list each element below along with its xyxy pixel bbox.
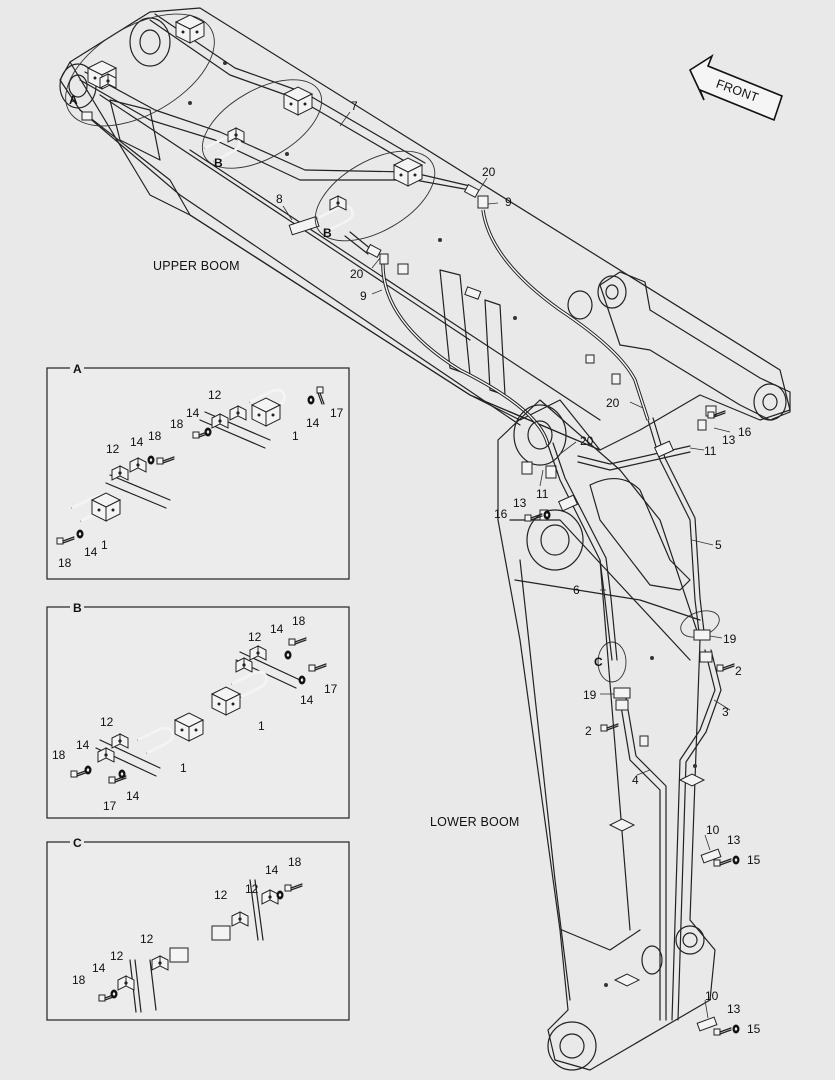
lower-pipes xyxy=(539,373,722,1032)
callout: 17 xyxy=(103,799,117,813)
callout: 1 xyxy=(258,719,265,733)
detail-panel-b: B 12 14 18 17 14 1 12 18 14 1 17 14 xyxy=(46,601,350,819)
callout: 19 xyxy=(723,632,737,646)
callout: 14 xyxy=(84,545,98,559)
callout: 18 xyxy=(58,556,72,570)
lower-boom-label: LOWER BOOM xyxy=(430,815,520,829)
marker-c: C xyxy=(594,655,603,669)
callout: 1 xyxy=(292,429,299,443)
callout: 14 xyxy=(76,738,90,752)
location-markers: A B B C xyxy=(69,93,603,669)
detail-panel-c: C 12 14 18 12 12 12 18 14 xyxy=(46,836,350,1021)
callout: 12 xyxy=(140,932,154,946)
callout: 6 xyxy=(573,583,580,597)
callout: 18 xyxy=(170,417,184,431)
callout: 1 xyxy=(180,761,187,775)
callout: 18 xyxy=(72,973,86,987)
callout: 2 xyxy=(735,664,742,678)
callout: 13 xyxy=(727,1002,741,1016)
callout: 20 xyxy=(350,267,364,281)
callout: 14 xyxy=(265,863,279,877)
marker-b-1: B xyxy=(214,156,223,170)
callout: 9 xyxy=(505,195,512,209)
callout: 12 xyxy=(214,888,228,902)
callout: 20 xyxy=(606,396,620,410)
callout: 14 xyxy=(130,435,144,449)
callout: 18 xyxy=(288,855,302,869)
lower-boom xyxy=(497,399,716,1071)
callout: 11 xyxy=(704,444,717,458)
callout: 18 xyxy=(148,429,162,443)
callout: 12 xyxy=(208,388,222,402)
callout: 18 xyxy=(52,748,66,762)
callout: 3 xyxy=(722,705,729,719)
callout: 16 xyxy=(738,425,752,439)
callout: 20 xyxy=(482,165,496,179)
leader-lines xyxy=(282,111,731,1019)
callout: 9 xyxy=(360,289,367,303)
marker-a: A xyxy=(69,93,78,107)
callout: 2 xyxy=(585,724,592,738)
callout: 12 xyxy=(245,882,259,896)
front-arrow: FRONT xyxy=(688,53,783,122)
callout: 10 xyxy=(706,823,720,837)
panel-c-title: C xyxy=(73,836,82,850)
callout: 13 xyxy=(722,433,736,447)
callout: 1 xyxy=(101,538,108,552)
marker-b-2: B xyxy=(323,226,332,240)
callout: 7 xyxy=(351,99,358,113)
panel-a-title: A xyxy=(73,362,82,376)
callout: 14 xyxy=(300,693,314,707)
callout: 12 xyxy=(248,630,262,644)
callout: 19 xyxy=(583,688,597,702)
upper-boom-label: UPPER BOOM xyxy=(153,259,240,273)
callout: 13 xyxy=(513,496,527,510)
clamp-locations xyxy=(65,13,720,683)
callout: 12 xyxy=(106,442,120,456)
callout: 10 xyxy=(705,989,719,1003)
callout: 15 xyxy=(747,853,761,867)
callout: 16 xyxy=(494,507,508,521)
callout: 12 xyxy=(110,949,124,963)
callout: 5 xyxy=(715,538,722,552)
callout: 12 xyxy=(100,715,114,729)
main-callouts: 7 20 9 8 20 9 20 16 13 20 11 11 13 16 5 … xyxy=(276,99,761,1036)
callout: 14 xyxy=(270,622,284,636)
callout: 14 xyxy=(126,789,140,803)
callout: 17 xyxy=(324,682,338,696)
detail-panel-a: A 12 14 18 1 14 17 18 14 12 14 18 1 xyxy=(46,362,350,580)
callout: 14 xyxy=(186,406,200,420)
callout: 15 xyxy=(747,1022,761,1036)
callout: 14 xyxy=(306,416,320,430)
callout: 20 xyxy=(580,434,594,448)
callout: 8 xyxy=(276,192,283,206)
callout: 17 xyxy=(330,406,344,420)
callout: 4 xyxy=(632,773,639,787)
callout: 11 xyxy=(536,487,549,501)
panel-b-title: B xyxy=(73,601,82,615)
callout: 14 xyxy=(92,961,106,975)
callout: 18 xyxy=(292,614,306,628)
callout: 13 xyxy=(727,833,741,847)
